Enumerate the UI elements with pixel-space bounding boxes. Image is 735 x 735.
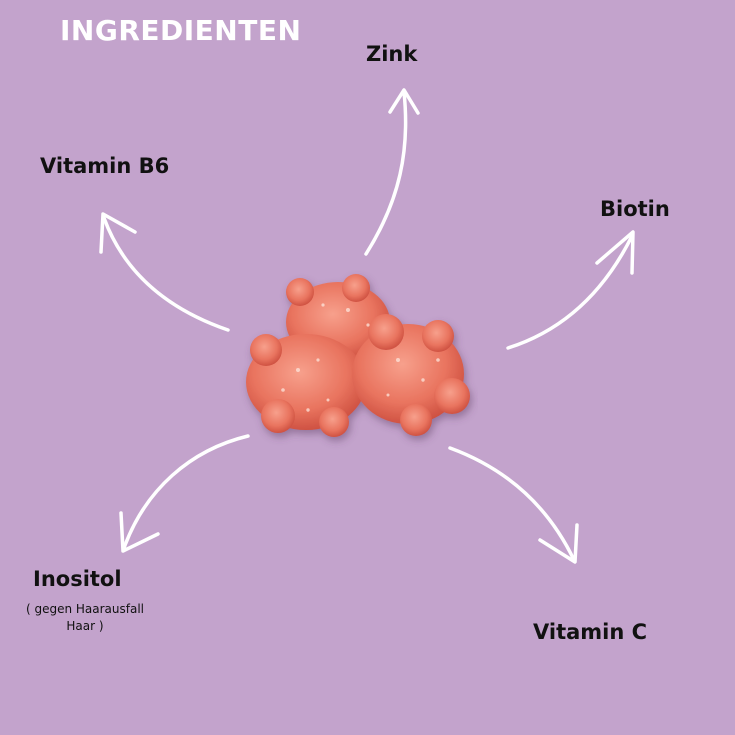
label-vitamin-c: Vitamin C [533, 620, 648, 644]
label-inositol: Inositol [33, 567, 122, 591]
gummy-bear-right [352, 314, 470, 436]
sugar-coating [281, 303, 440, 412]
arrow-zink [364, 88, 420, 256]
label-biotin: Biotin [600, 197, 670, 221]
arrow-vitamin-b6 [99, 212, 230, 332]
arrow-vitamin-c [448, 446, 579, 564]
inositol-note: ( gegen Haarausfall Haar ) [10, 601, 160, 635]
gummy-bears-image [246, 274, 470, 437]
label-vitamin-b6: Vitamin B6 [40, 154, 170, 178]
inositol-note-line-2: Haar ) [66, 619, 104, 633]
inositol-note-line-1: ( gegen Haarausfall [25, 602, 145, 616]
gummy-bear-left [246, 334, 366, 437]
page-title: INGREDIENTEN [60, 14, 302, 47]
arrow-biotin [506, 230, 635, 350]
arrow-inositol [119, 434, 250, 553]
label-zink: Zink [366, 42, 418, 66]
